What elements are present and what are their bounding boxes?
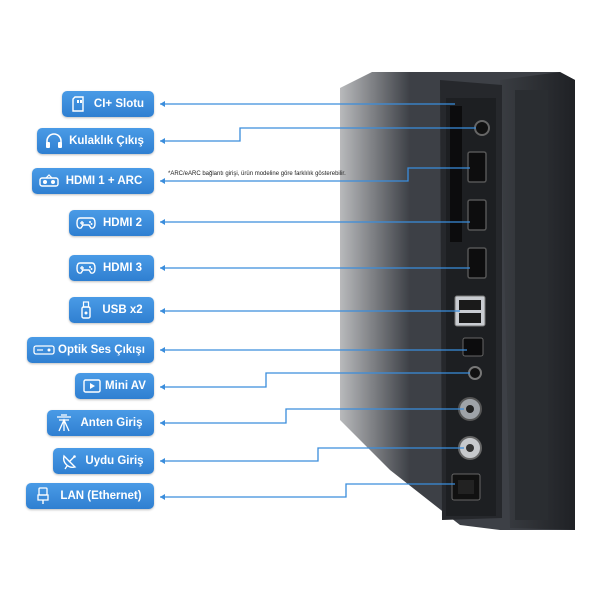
arrowhead-9 [160,458,165,464]
port-label-7: Mini AV [75,373,154,399]
connector-line-10 [160,483,455,498]
arrowhead-6 [160,347,165,353]
arrowhead-8 [160,420,165,426]
port-label-2: HDMI 1 + ARC [32,168,154,194]
port-label-text: Optik Ses Çıkışı [58,344,145,356]
ethernet-plug-icon [32,487,54,505]
arrowhead-2 [160,178,165,184]
arrowhead-3 [160,219,165,225]
port-label-1: Kulaklık Çıkış [37,128,154,154]
port-label-text: LAN (Ethernet) [60,490,142,502]
connector-line-1 [160,127,476,142]
connector-line-2 [160,167,470,182]
port-label-10: LAN (Ethernet) [26,483,154,509]
gamepad-icon [75,214,97,232]
port-label-text: Anten Giriş [80,417,143,429]
optical-device-icon [33,341,55,359]
port-label-9: Uydu Giriş [53,448,154,474]
port-label-text: HDMI 2 [103,217,142,229]
connector-line-9 [160,447,464,462]
arrowhead-1 [160,138,165,144]
port-label-text: HDMI 1 + ARC [65,175,143,187]
video-player-icon [81,377,103,395]
port-label-text: Kulaklık Çıkış [69,135,144,147]
port-label-6: Optik Ses Çıkışı [27,337,154,363]
arrowhead-10 [160,494,165,500]
port-label-8: Anten Giriş [47,410,154,436]
connector-line-7 [160,372,470,388]
port-label-text: HDMI 3 [103,262,142,274]
connector-line-8 [160,408,464,424]
soundbar-icon [38,172,60,190]
port-label-text: USB x2 [102,304,143,316]
port-label-4: HDMI 3 [69,255,154,281]
port-label-text: Uydu Giriş [85,455,144,467]
connector-lines [160,101,476,500]
port-label-text: Mini AV [105,380,146,392]
arc-footnote: *ARC/eARC bağlantı girişi, ürün modeline… [168,171,346,177]
arrowhead-4 [160,265,165,271]
antenna-icon [53,414,75,432]
port-label-0: CI+ Slotu [62,91,154,117]
port-label-text: CI+ Slotu [93,98,145,110]
port-label-3: HDMI 2 [69,210,154,236]
arrowhead-7 [160,384,165,390]
arrowhead-5 [160,308,165,314]
sd-card-icon [68,95,90,113]
headphones-icon [43,132,65,150]
arrowhead-0 [160,101,165,107]
gamepad-icon [75,259,97,277]
port-label-5: USB x2 [69,297,154,323]
satellite-dish-icon [59,452,81,470]
usb-stick-icon [75,301,97,319]
